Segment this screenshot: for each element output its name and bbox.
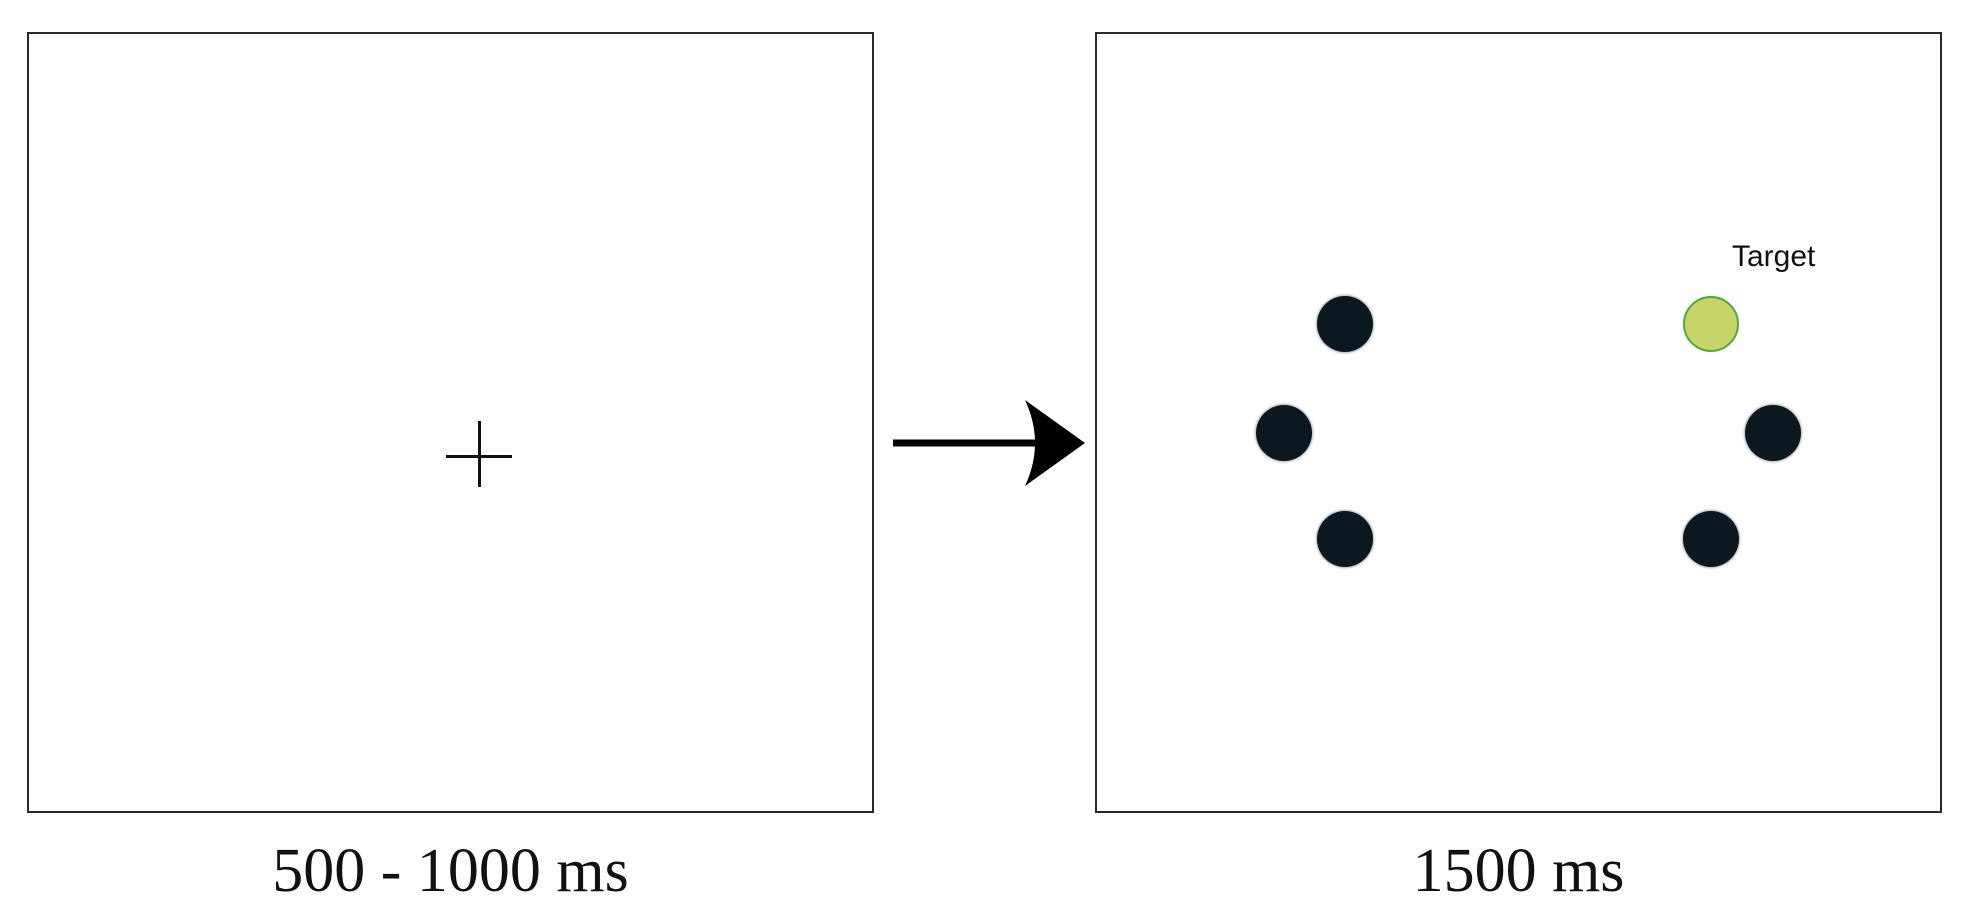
- arrow-right-icon: [893, 400, 1085, 486]
- fixation-frame: [27, 32, 874, 813]
- target-label: Target: [1732, 240, 1816, 273]
- search-frame: Target: [1095, 32, 1942, 813]
- search-duration-caption: 1500 ms: [1412, 837, 1625, 905]
- distractor-dot: [1317, 296, 1373, 352]
- distractor-dot: [1317, 511, 1373, 567]
- fixation-duration-caption: 500 - 1000 ms: [272, 837, 629, 905]
- distractor-dot: [1745, 405, 1801, 461]
- target-dot: [1683, 296, 1739, 352]
- fixation-cross-vertical: [478, 421, 481, 487]
- distractor-dot: [1256, 405, 1312, 461]
- distractor-dot: [1683, 511, 1739, 567]
